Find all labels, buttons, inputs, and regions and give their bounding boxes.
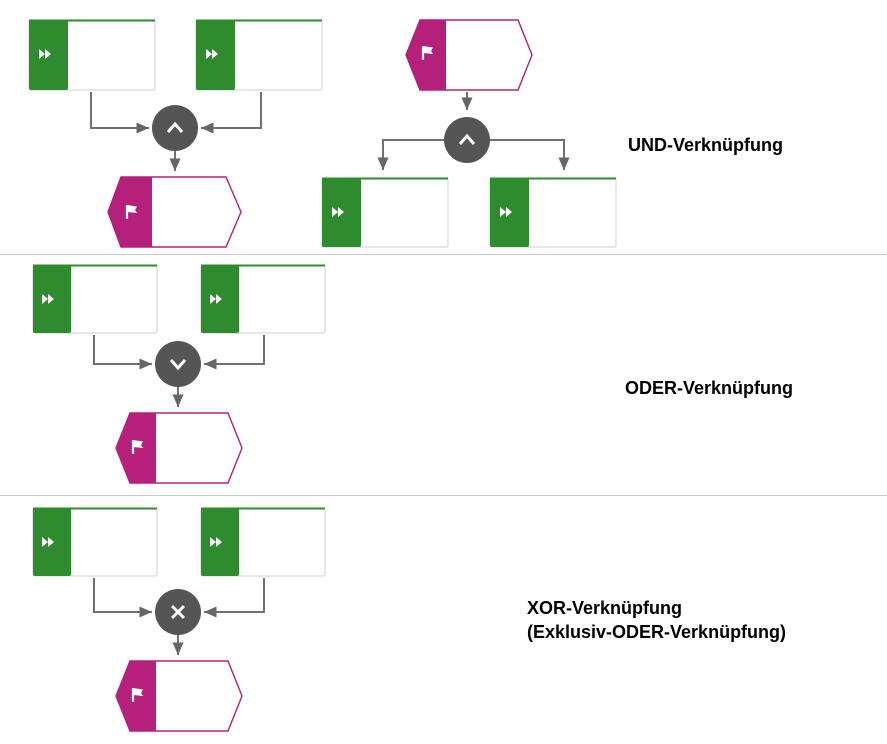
function-box <box>32 507 158 577</box>
function-box <box>28 19 156 91</box>
event-box <box>115 412 243 484</box>
xor-label-subtitle: (Exklusiv-ODER-Verknüpfung) <box>527 622 787 642</box>
connector-arrow <box>201 92 262 134</box>
function-box <box>321 177 449 248</box>
xor-operator <box>155 589 201 635</box>
and-operator <box>152 105 198 151</box>
section-divider <box>0 495 887 496</box>
connector-arrow <box>93 335 152 370</box>
event-box <box>107 176 242 248</box>
event-box <box>405 19 533 91</box>
oder-section <box>32 264 326 484</box>
function-box <box>489 177 617 248</box>
event-box <box>115 660 243 732</box>
connector-arrow <box>204 335 265 370</box>
section-divider <box>0 254 887 255</box>
und-label: UND-Verknüpfung <box>628 135 783 155</box>
chevron-up-icon <box>458 133 476 145</box>
xor-label: XOR-Verknüpfung <box>527 598 683 618</box>
chevron-up-icon <box>166 121 184 133</box>
close-x-icon <box>170 604 186 620</box>
or-operator <box>155 341 201 387</box>
und-section <box>28 19 617 248</box>
connector-arrow <box>93 578 152 618</box>
function-box <box>200 507 326 577</box>
connector-arrow <box>377 139 444 170</box>
connector-arrow <box>490 139 570 170</box>
connector-arrow <box>90 92 149 134</box>
function-box <box>32 264 158 334</box>
and-operator <box>444 117 490 163</box>
chevron-down-icon <box>169 359 187 371</box>
xor-section <box>32 507 326 732</box>
connector-arrow <box>204 578 265 618</box>
function-box <box>195 19 323 91</box>
function-box <box>200 264 326 334</box>
oder-label: ODER-Verknüpfung <box>625 378 794 398</box>
